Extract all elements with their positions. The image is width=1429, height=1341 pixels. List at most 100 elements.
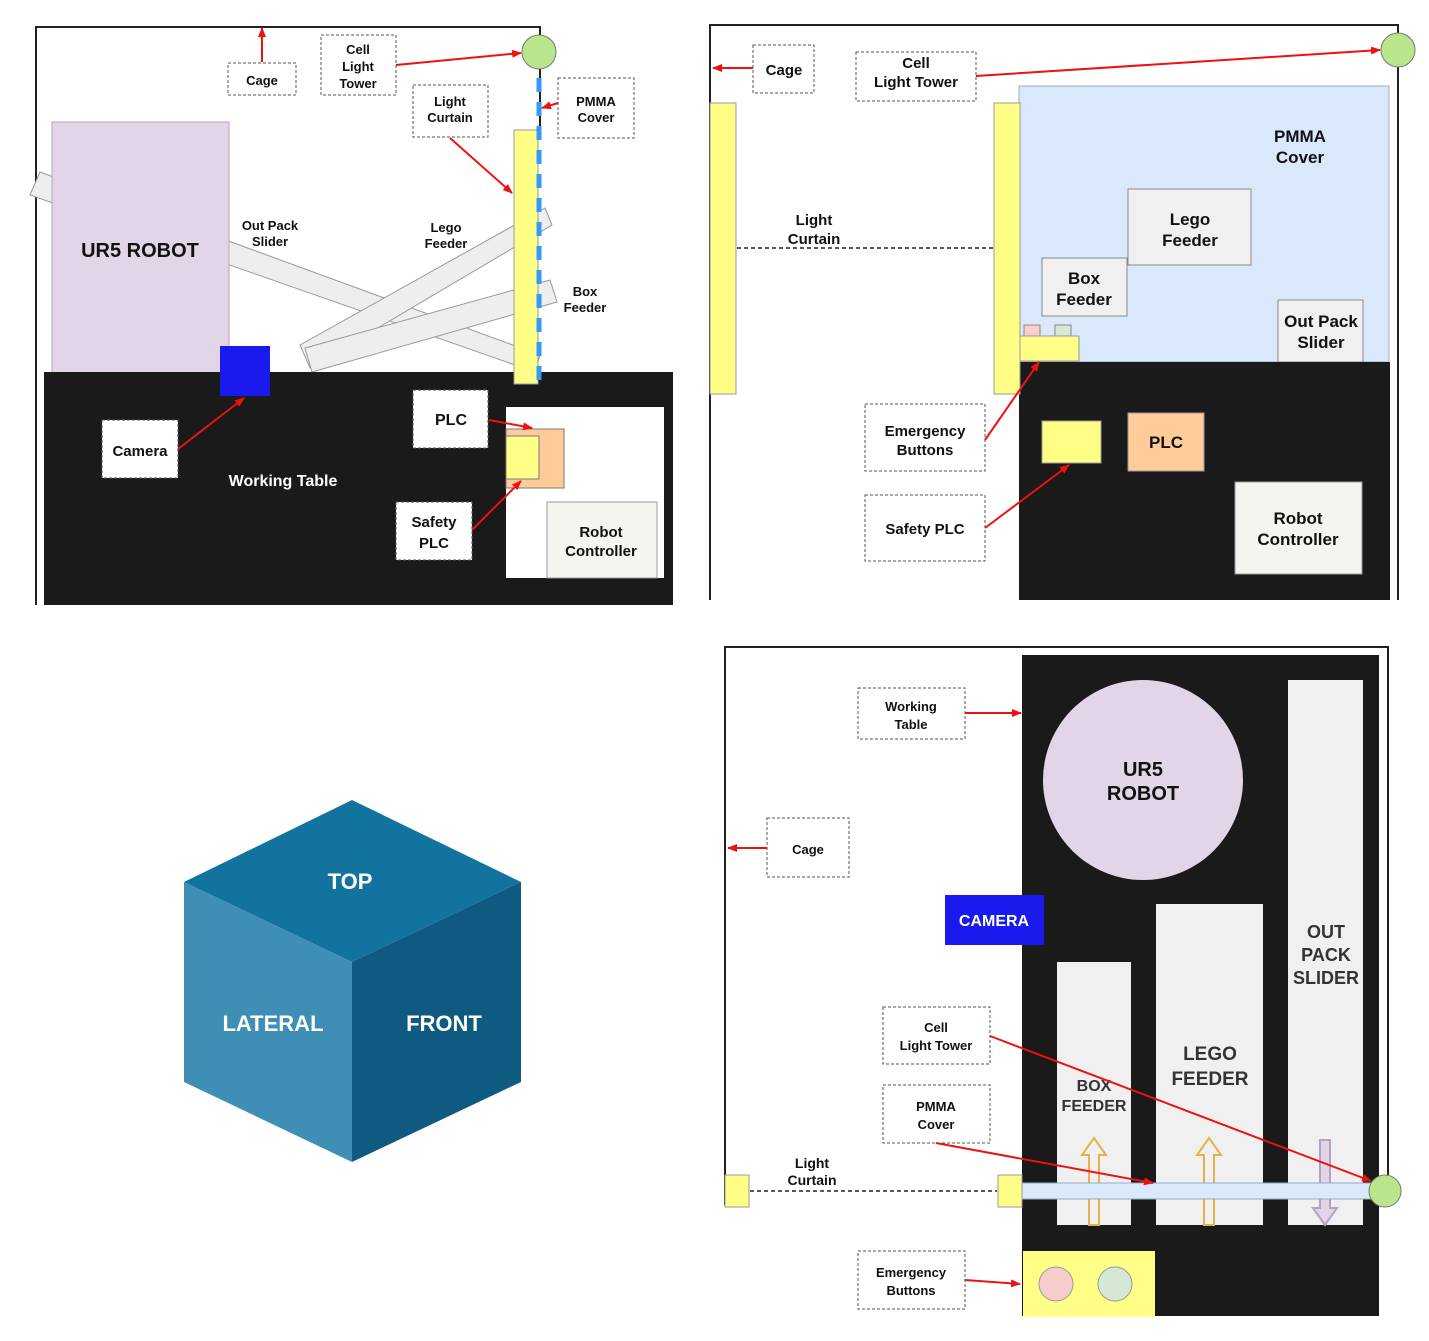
front-lego-feeder: [1127, 188, 1252, 266]
top-light-tower: [1368, 1174, 1402, 1208]
front-plc-label: PLC: [1149, 433, 1183, 452]
top-lego-label-2: FEEDER: [1171, 1069, 1248, 1090]
top-ur5-label-2: ROBOT: [1107, 783, 1179, 805]
lateral-out-pack-label-2: Slider: [252, 234, 288, 249]
front-safety-plc: [1041, 420, 1102, 464]
lateral-lego-label-2: Feeder: [425, 236, 468, 251]
top-camera-label: CAMERA: [959, 913, 1030, 930]
lateral-light-tower-arrow: [395, 49, 522, 66]
front-out-pack-label-1: Out Pack: [1284, 312, 1358, 331]
top-working-table-label-2: Table: [895, 717, 928, 732]
lateral-robot-controller-label-2: Controller: [565, 543, 637, 560]
top-emergency-label-2: Buttons: [886, 1283, 935, 1298]
lateral-lego-feeder-bar: [299, 207, 553, 369]
lateral-safety-plc-box: [395, 501, 473, 561]
front-light-tower-box: [855, 51, 977, 102]
lateral-lego-label-1: Lego: [430, 220, 461, 235]
front-box-label-1: Box: [1068, 269, 1101, 288]
lateral-light-curtain-label-2: Curtain: [427, 110, 473, 125]
top-light-tower-arrow: [989, 1035, 1372, 1182]
front-out-pack-label-2: Slider: [1297, 333, 1345, 352]
front-pmma-label-1: PMMA: [1274, 127, 1326, 146]
front-view: PMMA Cover Lego Feeder Box Feeder Out Pa…: [709, 24, 1416, 600]
top-view: UR5 ROBOT OUT PACK SLIDER LEGO FEEDER BO…: [724, 646, 1402, 1317]
lateral-ur5-robot-label: UR5 ROBOT: [81, 240, 199, 262]
lateral-pmma-label-1: PMMA: [576, 94, 616, 109]
front-robot-controller-label-2: Controller: [1257, 530, 1339, 549]
top-out-pack-label-3: SLIDER: [1293, 968, 1359, 988]
cube-lateral-label: LATERAL: [222, 1011, 323, 1036]
lateral-cage-label: Cage: [246, 73, 278, 88]
cube-right-face: [352, 882, 521, 1162]
top-out-pack-label-1: OUT: [1307, 922, 1345, 942]
top-cage-label: Cage: [792, 842, 824, 857]
front-box-label-2: Feeder: [1056, 290, 1112, 309]
lateral-camera: [220, 346, 270, 396]
top-emergency-arrow: [964, 1279, 1021, 1288]
top-pmma-label-1: PMMA: [916, 1099, 956, 1114]
lateral-cage-box: [227, 62, 297, 96]
top-ur5-robot: [1043, 680, 1243, 880]
lateral-box-label-1: Box: [573, 284, 598, 299]
top-lego-label-1: LEGO: [1183, 1044, 1237, 1065]
top-light-curtain-label-1: Light: [795, 1155, 830, 1171]
lateral-light-tower-label-2: Light: [342, 59, 374, 74]
front-light-curtain-label-1: Light: [796, 212, 833, 229]
top-emergency-box: [857, 1250, 966, 1310]
front-cage-label: Cage: [766, 62, 803, 79]
lateral-safety-plc-arrow: [471, 480, 522, 531]
top-cage-box: [766, 817, 850, 878]
lateral-robot-controller-label-1: Robot: [579, 524, 622, 541]
top-out-pack-slider: [1288, 680, 1363, 1225]
front-light-tower-label-2: Light Tower: [874, 74, 958, 91]
lateral-light-tower-label-3: Tower: [339, 76, 376, 91]
top-camera: [945, 895, 1044, 945]
top-emergency-button-red: [1038, 1266, 1074, 1302]
lateral-out-pack-label-1: Out Pack: [242, 218, 299, 233]
lateral-light-curtain-arrow: [449, 137, 513, 194]
front-robot-controller: [1234, 481, 1363, 575]
top-lego-feeder: [1156, 904, 1263, 1225]
lateral-plc-label: PLC: [435, 412, 467, 429]
lateral-light-curtain-label-1: Light: [434, 94, 466, 109]
lateral-safety-plc-label-2: PLC: [419, 535, 449, 552]
front-box-feeder: [1041, 257, 1128, 317]
top-light-tower-label-1: Cell: [924, 1020, 948, 1035]
front-emergency-arrow: [984, 361, 1040, 441]
lateral-plc-box: [412, 389, 489, 449]
top-emergency-button-green: [1097, 1266, 1133, 1302]
front-emergency-label-1: Emergency: [885, 423, 967, 440]
top-working-table-label-1: Working: [885, 699, 937, 714]
view-orientation-cube: TOP LATERAL FRONT: [184, 800, 521, 1162]
top-pmma-box: [882, 1084, 991, 1144]
lateral-camera-arrow: [177, 397, 245, 450]
cube-top-label: TOP: [328, 869, 373, 894]
lateral-light-tower-box: [320, 34, 397, 96]
top-working-table-box: [857, 687, 966, 740]
front-safety-plc-label: Safety PLC: [885, 521, 964, 538]
front-out-pack-slider: [1277, 299, 1364, 363]
lateral-camera-label: Camera: [112, 443, 168, 460]
top-box-label-2: FEEDER: [1062, 1098, 1127, 1115]
top-pmma-label-2: Cover: [918, 1117, 955, 1132]
top-light-curtain-left: [724, 1174, 750, 1208]
top-pmma-cover: [1021, 1182, 1378, 1200]
front-plc: [1127, 412, 1205, 472]
top-emergency-label-1: Emergency: [876, 1265, 947, 1280]
front-cage-box: [752, 44, 815, 94]
front-pmma-label-2: Cover: [1276, 148, 1325, 167]
front-emergency-button-green: [1054, 324, 1072, 337]
lateral-working-table-label: Working Table: [229, 473, 338, 490]
front-light-curtain-left: [709, 102, 737, 395]
top-box-feeder-flow-arrow: [1080, 1136, 1108, 1226]
front-light-curtain-right: [993, 102, 1021, 395]
top-ur5-label-1: UR5: [1123, 759, 1163, 781]
top-light-tower-label-2: Light Tower: [900, 1038, 973, 1053]
top-light-curtain-label-2: Curtain: [788, 1172, 837, 1188]
top-box-label-1: BOX: [1077, 1078, 1112, 1095]
top-box-feeder: [1057, 962, 1131, 1225]
front-light-tower-arrow: [975, 46, 1381, 77]
cube-left-face: [184, 882, 352, 1162]
lateral-safety-plc: [505, 435, 540, 480]
